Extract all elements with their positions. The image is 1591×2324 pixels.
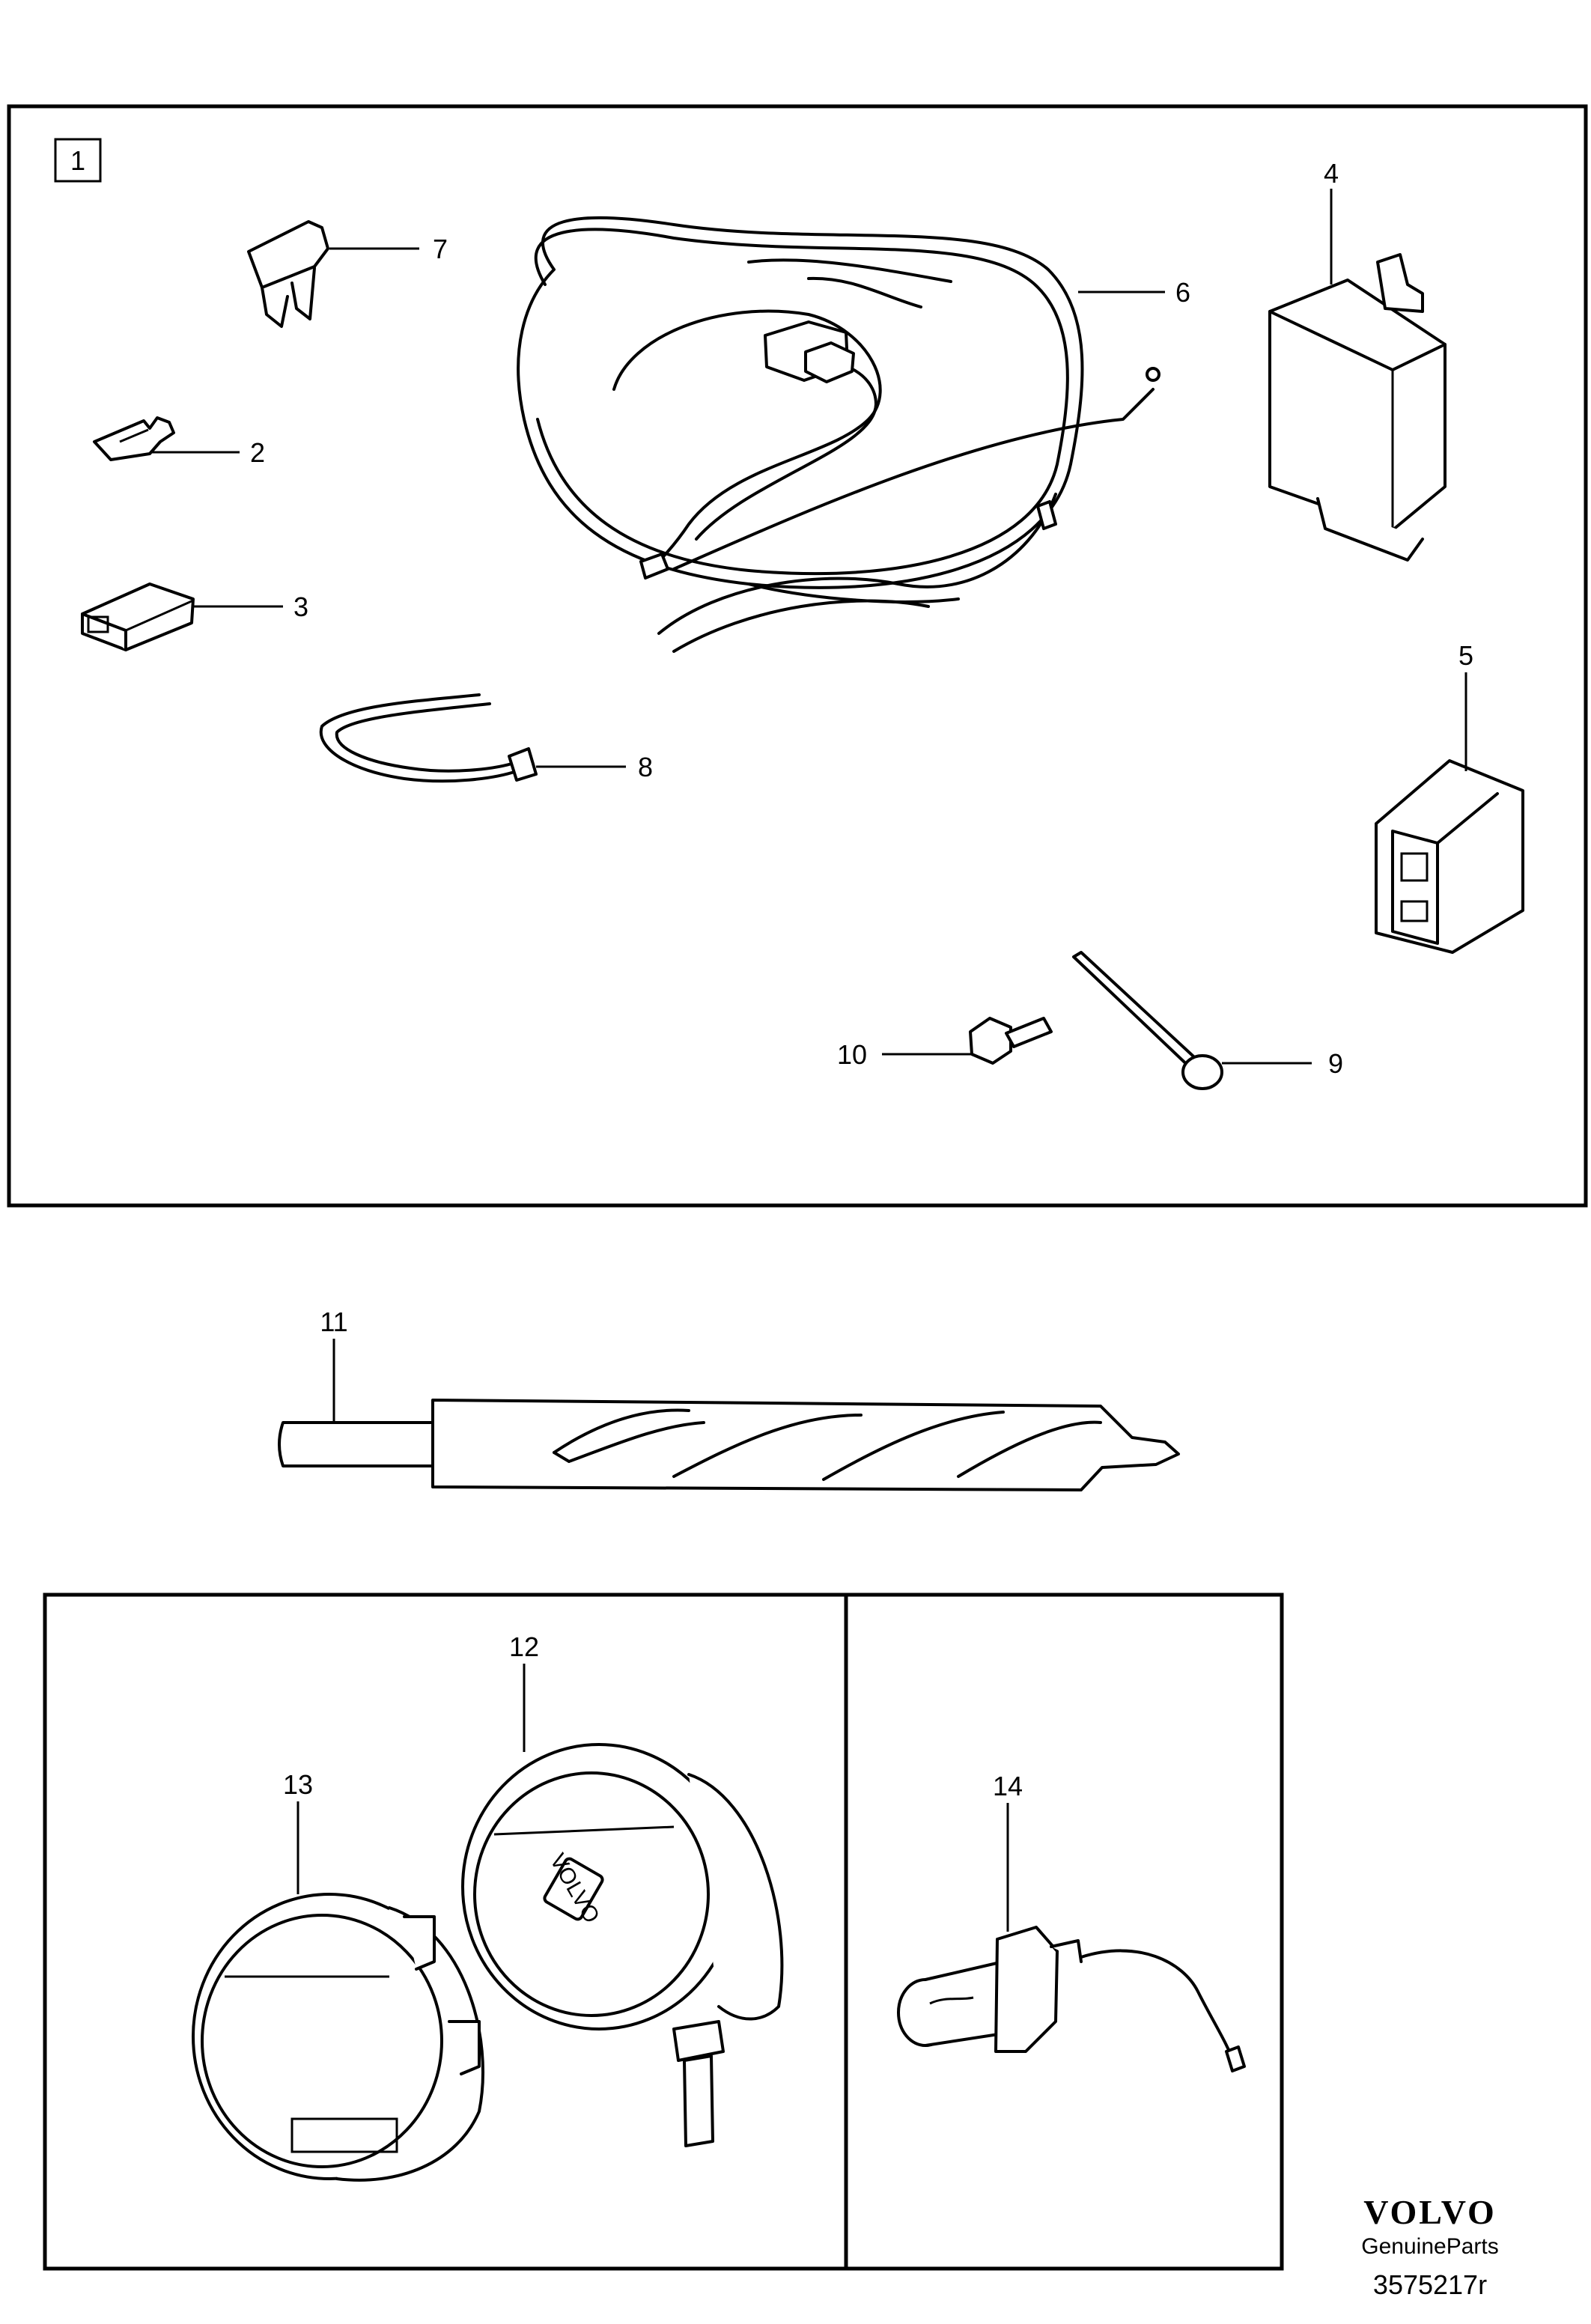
cable-tie-part	[319, 693, 538, 783]
kit-label: 1	[70, 145, 85, 176]
kit-frame	[7, 104, 1588, 1208]
logo-subtitle: GenuineParts	[1361, 2234, 1498, 2259]
bulb-frame	[844, 1593, 1284, 2271]
fuse-part	[247, 220, 329, 328]
drill-bit-part	[278, 1399, 1180, 1491]
fog-lamp-part: VOLVO	[461, 1743, 784, 2147]
wiring-harness-part	[517, 216, 1160, 653]
switch-part	[1375, 759, 1524, 954]
terminal-part	[93, 416, 175, 461]
connector-housing-part	[81, 582, 195, 651]
callout-10: 10	[837, 1039, 867, 1070]
callout-7: 7	[433, 234, 448, 264]
bolt-part	[969, 1017, 1053, 1065]
volvo-logo: VOLVO	[1363, 2193, 1497, 2231]
callout-11: 11	[320, 1307, 347, 1337]
callout-13: 13	[283, 1769, 313, 1800]
callout-3: 3	[293, 591, 308, 622]
callout-8: 8	[638, 752, 653, 782]
callout-12: 12	[509, 1631, 539, 1662]
diagram-reference: 3575217r	[1373, 2269, 1487, 2300]
screw-part	[1072, 951, 1223, 1090]
callout-14: 14	[993, 1771, 1023, 1801]
kit-label-box	[54, 138, 102, 183]
callout-9: 9	[1328, 1048, 1343, 1079]
callout-4: 4	[1324, 158, 1339, 189]
callout-6: 6	[1175, 277, 1190, 308]
relay-unit-part	[1268, 253, 1446, 562]
bulb-part	[897, 1926, 1246, 2072]
callout-2: 2	[250, 437, 265, 468]
lamp-cover-part	[192, 1893, 484, 2182]
callout-5: 5	[1458, 640, 1473, 671]
